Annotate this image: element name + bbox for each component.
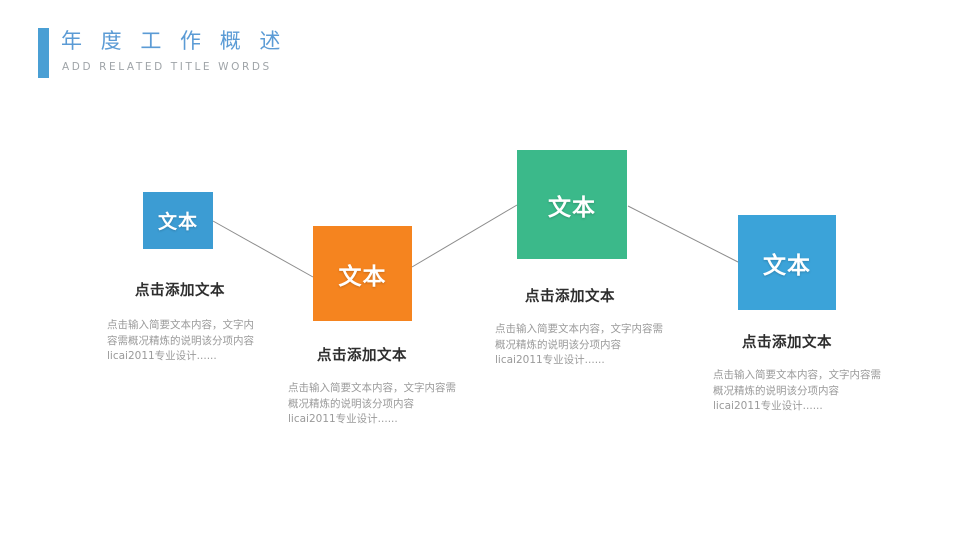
node-box-2[interactable]: 文本 <box>313 226 412 321</box>
connector-line-3 <box>627 205 739 263</box>
node-box-4[interactable]: 文本 <box>738 215 836 310</box>
page-subtitle: ADD RELATED TITLE WORDS <box>62 61 272 73</box>
node-box-3[interactable]: 文本 <box>517 150 627 259</box>
node-box-label-3: 文本 <box>548 194 596 221</box>
node-box-1[interactable]: 文本 <box>143 192 213 249</box>
connector-line-2 <box>411 204 518 268</box>
page-title: 年 度 工 作 概 述 <box>61 29 287 53</box>
node-box-label-2: 文本 <box>338 263 387 290</box>
node-body-1: 点击输入简要文本内容，文字内容需概况精炼的说明该分项内容licai2011专业设… <box>107 319 254 362</box>
node-body-4: 点击输入简要文本内容，文字内容需概况精炼的说明该分项内容licai2011专业设… <box>713 369 881 412</box>
node-heading-3: 点击添加文本 <box>525 289 615 305</box>
node-heading-4: 点击添加文本 <box>742 335 832 351</box>
node-body-3: 点击输入简要文本内容，文字内容需概况精炼的说明该分项内容licai2011专业设… <box>495 323 663 366</box>
node-heading-1: 点击添加文本 <box>135 283 225 299</box>
slide-header: 年 度 工 作 概 述 ADD RELATED TITLE WORDS <box>38 26 558 82</box>
accent-bar <box>38 28 49 78</box>
connector-line-1 <box>212 220 314 278</box>
node-box-label-1: 文本 <box>157 211 198 233</box>
node-box-label-4: 文本 <box>763 252 811 279</box>
node-body-2: 点击输入简要文本内容，文字内容需概况精炼的说明该分项内容licai2011专业设… <box>288 382 456 425</box>
node-heading-2: 点击添加文本 <box>317 348 407 364</box>
